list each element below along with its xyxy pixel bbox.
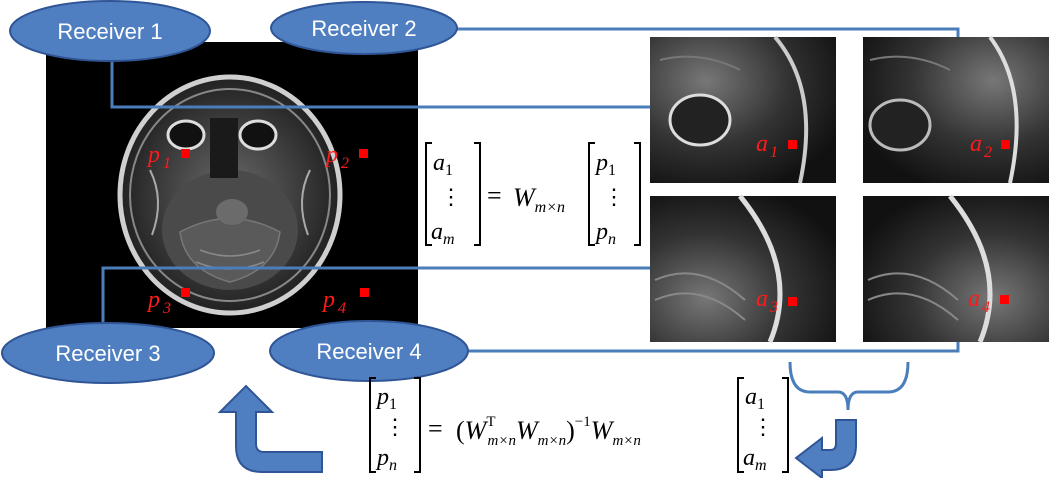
inv-lhs-top: p1 — [375, 384, 397, 413]
coil-label-a4: a 4 — [968, 286, 1009, 316]
inv-lhs-bracket-right — [414, 377, 421, 473]
fwd-rhs-bracket-right — [634, 142, 641, 246]
fwd-equals: = — [487, 181, 502, 210]
p4-marker — [360, 288, 369, 297]
curved-arrow-up-icon — [217, 384, 323, 473]
fwd-lhs-mid: ⋮ — [440, 184, 462, 209]
curly-brace-icon — [788, 361, 910, 411]
svg-text:3: 3 — [769, 299, 778, 316]
a1-marker — [788, 140, 797, 149]
p3-var: p — [146, 287, 160, 313]
receiver-1-label: Receiver 1 — [57, 19, 162, 44]
receiver-4-label: Receiver 4 — [316, 339, 421, 364]
fwd-operator: Wm×n — [513, 183, 565, 216]
fwd-lhs-bracket-right — [474, 142, 481, 246]
receiver-3: Receiver 3 — [1, 322, 215, 384]
receiver-4: Receiver 4 — [269, 320, 469, 382]
p2-sub: 2 — [341, 155, 349, 172]
point-p4: p 4 — [321, 287, 369, 317]
forward-equation: a1 ⋮ am = Wm×n p1 ⋮ pn — [425, 142, 641, 248]
point-p1: p 1 — [146, 142, 190, 172]
svg-text:2: 2 — [984, 144, 992, 161]
inv-rhs-bot: am — [743, 445, 767, 474]
inv-lhs-mid: ⋮ — [384, 414, 406, 439]
inv-rhs-mid: ⋮ — [752, 414, 774, 439]
fwd-rhs-mid: ⋮ — [603, 184, 625, 209]
coil-label-a3: a 3 — [756, 286, 797, 316]
curved-arrow-left-icon — [794, 419, 857, 478]
svg-text:a: a — [968, 286, 980, 312]
connector-lines — [101, 27, 960, 353]
a2-marker — [1001, 140, 1010, 149]
mri-brain-image — [46, 42, 418, 328]
receiver-2-label: Receiver 2 — [311, 16, 416, 41]
p4-sub: 4 — [338, 300, 346, 317]
inv-rhs-bracket-right — [782, 377, 789, 473]
fwd-lhs-bracket-left — [425, 142, 432, 246]
inv-lhs-bot: pn — [375, 445, 397, 474]
p4-var: p — [321, 287, 335, 313]
p1-var: p — [146, 142, 160, 168]
point-p2: p 2 — [324, 142, 368, 172]
coil-label-a2: a 2 — [970, 131, 1010, 161]
p2-marker — [359, 149, 368, 158]
connector-receiver-4 — [455, 342, 960, 353]
fwd-rhs-bracket-left — [588, 142, 595, 246]
coil-image-4 — [863, 194, 1049, 343]
inv-equals: = — [428, 414, 443, 443]
fwd-lhs-bot: am — [431, 219, 455, 248]
coil-image-3 — [650, 194, 836, 343]
p3-sub: 3 — [162, 300, 171, 317]
p3-marker — [181, 288, 190, 297]
inv-lhs-bracket-left — [369, 377, 376, 473]
p1-sub: 1 — [163, 155, 171, 172]
receiver-1: Receiver 1 — [9, 0, 211, 62]
coil-image-1 — [650, 35, 836, 184]
coil-image-2 — [863, 35, 1049, 184]
p1-marker — [181, 149, 190, 158]
svg-text:1: 1 — [770, 144, 778, 161]
a4-marker — [1000, 295, 1009, 304]
p2-var: p — [324, 142, 338, 168]
fwd-lhs-top: a1 — [433, 150, 453, 179]
inv-rhs-bracket-left — [737, 377, 744, 473]
receiver-3-label: Receiver 3 — [55, 341, 160, 366]
connector-receiver-3 — [101, 266, 650, 326]
fwd-rhs-bot: pn — [594, 219, 616, 248]
svg-text:a: a — [970, 131, 982, 157]
point-p3: p 3 — [146, 287, 190, 317]
receiver-2: Receiver 2 — [270, 1, 458, 55]
inv-rhs-top: a1 — [745, 384, 765, 413]
connector-receiver-2 — [448, 27, 960, 37]
connector-receiver-1 — [110, 50, 650, 109]
svg-text:a: a — [756, 286, 768, 312]
svg-text:a: a — [756, 131, 768, 157]
coil-label-a1: a 1 — [756, 131, 797, 161]
fwd-rhs-top: p1 — [594, 150, 616, 179]
svg-text:4: 4 — [982, 299, 990, 316]
a3-marker — [788, 297, 797, 306]
